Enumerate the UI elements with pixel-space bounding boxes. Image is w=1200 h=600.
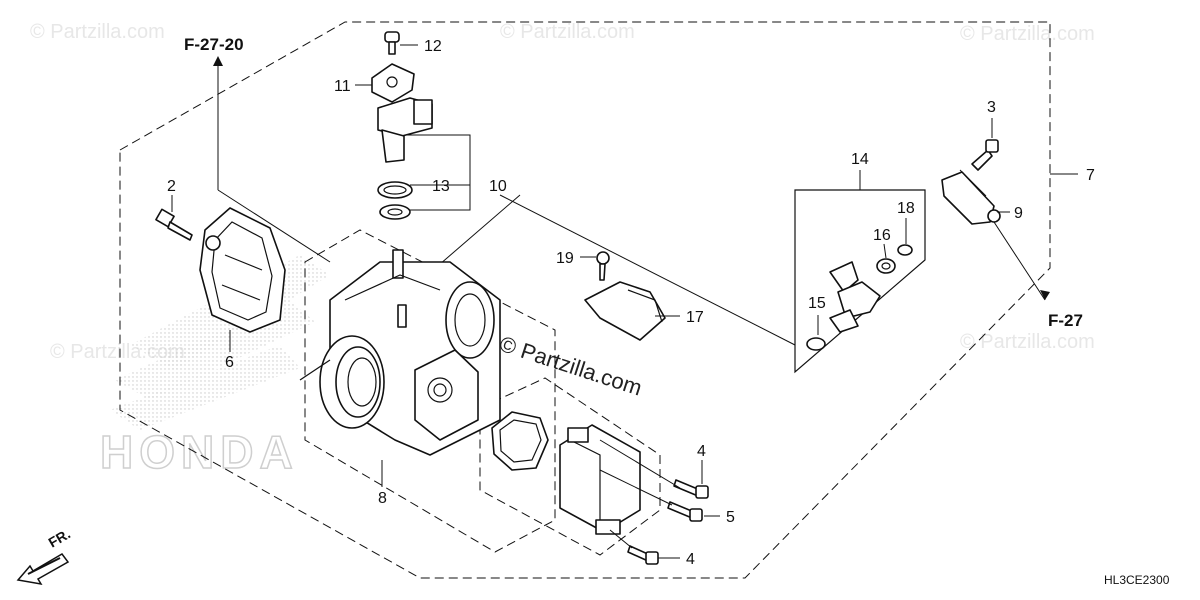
seal-part-18 [897, 244, 913, 256]
sensor-group-outline [479, 377, 661, 556]
injector-part-15 [806, 261, 881, 351]
honda-wordmark: HONDA [100, 426, 299, 478]
callout-19: 19 [556, 250, 574, 267]
bolt-4-upper [673, 460, 709, 499]
callout-12: 12 [424, 38, 442, 55]
callout-18: 18 [897, 200, 915, 217]
bolt-3 [971, 118, 999, 171]
reference-f-27: F-27 [1048, 311, 1083, 330]
sensor-top-assembly [371, 31, 433, 220]
callout-4-lower: 4 [686, 551, 695, 568]
callout-8: 8 [378, 490, 387, 507]
throttle-body-part-8 [299, 249, 501, 456]
callout-6: 6 [225, 354, 234, 371]
callout-leaders [229, 44, 1078, 487]
reference-f-27-20: F-27-20 [184, 35, 244, 54]
cover-part-6 [199, 207, 286, 333]
callout-14: 14 [851, 151, 869, 168]
front-label: FR. [46, 525, 74, 550]
holder-part-9 [941, 171, 1001, 225]
watermark-top-center: © Partzilla.com [500, 21, 635, 43]
sensor-block [559, 424, 641, 535]
watermark-mid-right: © Partzilla.com [960, 331, 1095, 353]
callout-5: 5 [726, 509, 735, 526]
bracket-part-17 [584, 251, 666, 341]
callout-3: 3 [987, 99, 996, 116]
callout-15: 15 [808, 295, 826, 312]
callout-16: 16 [873, 227, 891, 244]
bolt-5 [667, 501, 720, 522]
callout-2: 2 [167, 178, 176, 195]
watermark-top-left: © Partzilla.com [30, 21, 165, 43]
callout-13: 13 [432, 178, 450, 195]
callout-10: 10 [489, 178, 507, 195]
callout-11: 11 [334, 78, 351, 95]
front-arrow-icon: FR. [16, 525, 74, 586]
callout-labels: 12 11 13 10 2 6 8 19 17 4 5 4 14 3 7 9 1… [167, 38, 1095, 568]
callout-4-upper: 4 [697, 443, 706, 460]
watermark-top-right: © Partzilla.com [960, 23, 1095, 45]
assembly-outline [119, 21, 1051, 579]
injector-group-bracket [794, 189, 926, 374]
sensor-gasket [491, 411, 549, 471]
partzilla-watermarks: © Partzilla.com © Partzilla.com © Partzi… [30, 21, 1095, 363]
callout-9: 9 [1014, 205, 1023, 222]
callout-7: 7 [1086, 167, 1095, 184]
ring-part-16 [876, 258, 896, 274]
bolt-2 [155, 195, 193, 241]
callout-17: 17 [686, 309, 704, 326]
bolt-4-lower [627, 545, 680, 565]
body-group-outline [304, 229, 556, 553]
diagram-code: HL3CE2300 [1104, 573, 1170, 587]
